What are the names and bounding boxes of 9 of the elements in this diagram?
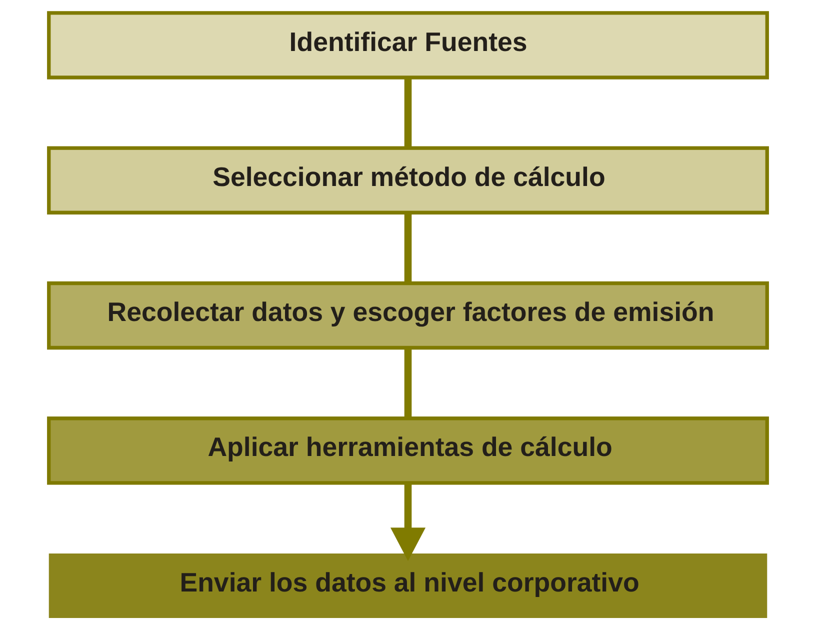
- node-box: Enviar los datos al nivel corporativo: [48, 554, 767, 618]
- connector: [404, 348, 412, 418]
- node-box: Aplicar herramientas de cálculo: [46, 416, 768, 485]
- node-box: Identificar Fuentes: [46, 11, 768, 80]
- connector: [404, 212, 412, 283]
- arrow: [390, 482, 426, 562]
- connector: [404, 78, 412, 148]
- node-box: Seleccionar método de cálculo: [46, 146, 768, 214]
- node-box: Recolectar datos y escoger factores de emisión: [46, 281, 768, 350]
